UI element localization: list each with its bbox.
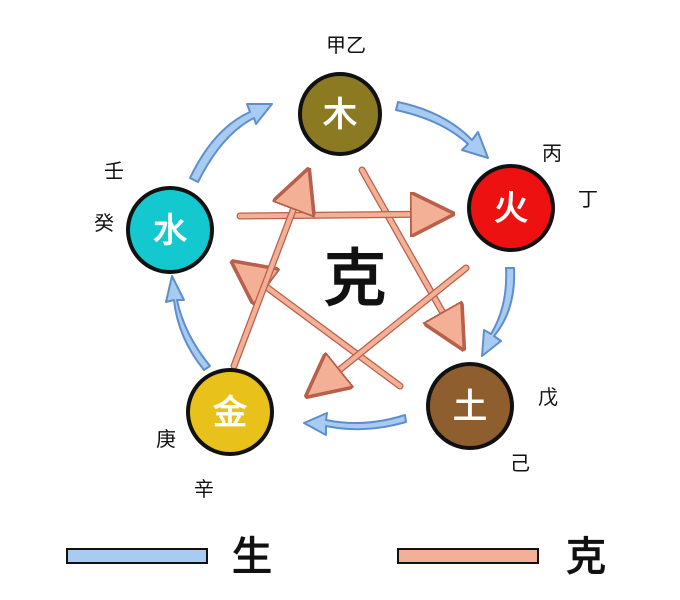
element-wood: 木 [298, 72, 382, 156]
sheng-arrow-wood-to-fire [395, 101, 489, 159]
stem-label-earth-2: 己 [510, 451, 530, 475]
stem-label-wood: 甲乙 [326, 33, 366, 57]
stem-label-metal-1: 庚 [156, 427, 176, 451]
sheng-arrow-water-to-wood [189, 103, 273, 183]
center-label: 克 [324, 242, 386, 315]
element-earth: 土 [426, 362, 514, 450]
element-circle-earth [426, 362, 514, 450]
stem-label-water-2: 癸 [94, 211, 114, 235]
stem-label-fire-2: 丁 [578, 187, 598, 211]
element-label-metal: 金 [212, 393, 248, 433]
element-metal: 金 [186, 368, 274, 456]
legend: 生 克 [66, 534, 606, 580]
element-fire: 火 [467, 164, 555, 252]
element-circle-wood [298, 72, 382, 156]
generating-cycle-arrows [165, 101, 516, 436]
legend-label-ke: 克 [566, 534, 606, 580]
stem-label-metal-2: 辛 [194, 477, 214, 501]
overcoming-cycle-arrows [230, 166, 470, 392]
element-circle-fire [467, 164, 555, 252]
element-label-wood: 木 [322, 95, 357, 135]
ke-arrow-water-to-fire [236, 214, 446, 216]
stem-label-fire-1: 丙 [542, 141, 562, 165]
legend-item-sheng: 生 [66, 534, 272, 580]
element-circle-metal [186, 368, 274, 456]
sheng-arrow-metal-to-water [165, 275, 211, 371]
element-label-water: 水 [153, 211, 188, 251]
stem-label-water-1: 壬 [104, 159, 124, 183]
legend-swatch-ke [397, 548, 539, 564]
legend-label-sheng: 生 [232, 534, 272, 580]
sheng-arrow-fire-to-earth [481, 267, 516, 357]
sheng-arrow-earth-to-metal [303, 412, 407, 436]
legend-item-ke: 克 [397, 534, 606, 580]
element-water: 水 [126, 186, 214, 274]
stem-label-earth-1: 戊 [538, 385, 558, 409]
element-label-earth: 土 [453, 387, 487, 427]
element-circle-water [126, 186, 214, 274]
legend-swatch-sheng [66, 548, 208, 564]
ke-arrow-fire-to-metal [312, 264, 470, 392]
element-label-fire: 火 [494, 189, 528, 229]
ke-arrow-wood-to-earth [358, 166, 460, 343]
ke-arrow-metal-to-wood [230, 176, 306, 370]
